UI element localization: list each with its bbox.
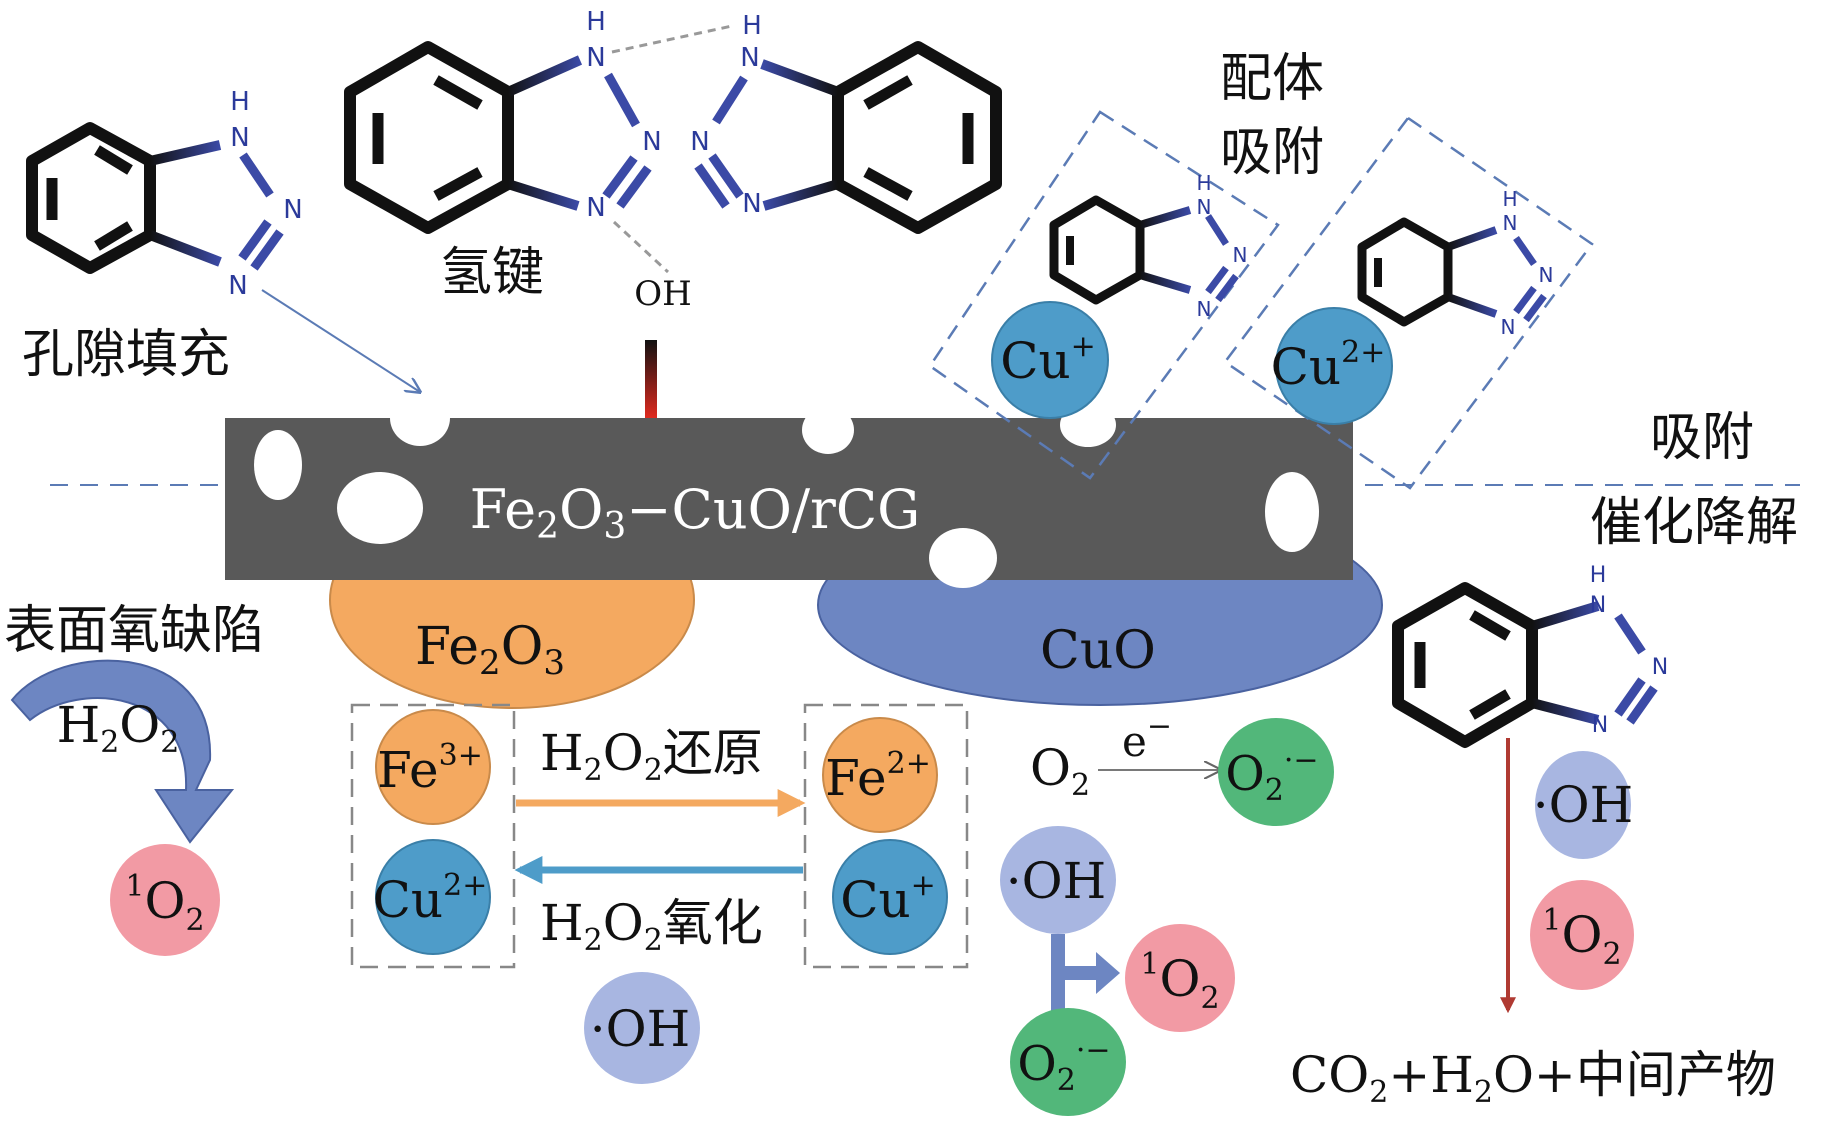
dashed-box-fe2-cu1 — [803, 703, 969, 969]
pore — [390, 390, 450, 446]
branch-arrowhead — [1096, 952, 1120, 994]
singlet-oxygen-right-label: 1O2 — [1542, 903, 1621, 972]
hydrogen-bond-label: 氢键 — [440, 243, 544, 303]
svg-text:N: N — [586, 43, 605, 73]
pore — [929, 528, 997, 588]
svg-text:H: H — [1502, 187, 1517, 211]
hydroxyl-radical-bottom-label: ·OH — [590, 1000, 691, 1058]
target-benzotriazole: H N N N — [1392, 563, 1668, 748]
superoxide-bottom — [1010, 1008, 1126, 1116]
curved-arrow — [10, 659, 235, 844]
benzotriazole-dimer-right: H N N N — [690, 11, 1002, 234]
svg-text:N: N — [1592, 713, 1608, 738]
final-products-label: CO2+H2O+中间产物 — [1290, 1046, 1776, 1110]
hydroxyl-radical-right — [1535, 751, 1631, 859]
pore-filling-label: 孔隙填充 — [22, 325, 230, 385]
hydroxyl-radical-middle-label: ·OH — [1006, 852, 1107, 910]
svg-text:N: N — [742, 189, 761, 219]
ligand-adsorption-label-1: 配体 — [1220, 49, 1324, 109]
svg-text:H: H — [1196, 171, 1211, 195]
cu1-adsorption-label: Cu+ — [1000, 329, 1096, 390]
cu2-adsorption-ion — [1275, 307, 1393, 425]
branch-arm — [1058, 966, 1098, 980]
adsorption-label: 吸附 — [1650, 408, 1754, 468]
svg-text:N: N — [690, 127, 709, 157]
svg-text:N: N — [740, 43, 759, 73]
fe2o3-label: Fe2O3 — [415, 617, 565, 683]
svg-text:H: H — [230, 87, 250, 117]
svg-text:N: N — [1539, 263, 1554, 287]
singlet-oxygen-right — [1530, 880, 1634, 990]
cuo-label: CuO — [1040, 621, 1156, 681]
hydroxyl-radical-middle — [1000, 826, 1116, 934]
surface-hydroxyl-label: OH — [634, 274, 692, 314]
oxygen-label: O2 — [1030, 739, 1090, 803]
svg-text:N: N — [228, 271, 247, 301]
pore — [1265, 472, 1319, 552]
svg-text:N: N — [1503, 211, 1518, 235]
svg-text:N: N — [586, 193, 605, 223]
catalytic-degradation-label: 催化降解 — [1590, 493, 1798, 553]
hydrogen-bond-dash — [612, 220, 670, 274]
singlet-oxygen-middle — [1125, 924, 1235, 1032]
hydroxyl-radical-right-label: ·OH — [1533, 776, 1634, 834]
fe3-ion — [375, 709, 491, 825]
substrate-label: Fe2O3−CuO/rCG — [470, 478, 921, 547]
pore — [1060, 403, 1116, 447]
electron-label: e− — [1122, 709, 1172, 766]
pore — [254, 430, 302, 500]
hydroxyl-radical-bottom — [584, 972, 700, 1084]
svg-text:N: N — [1590, 593, 1606, 618]
svg-text:H: H — [742, 11, 762, 41]
pore — [802, 406, 854, 454]
singlet-oxygen-middle-label: 1O2 — [1140, 947, 1219, 1016]
superoxide-right — [1218, 718, 1334, 826]
surface-oxygen-vacancy-label: 表面氧缺陷 — [4, 601, 264, 661]
ligand-adsorption-label-2: 吸附 — [1220, 123, 1324, 183]
svg-text:N: N — [1501, 315, 1516, 339]
singlet-oxygen-left-label: 1O2 — [125, 869, 204, 938]
cu1-adsorption-ion — [991, 301, 1109, 419]
svg-text:H: H — [586, 7, 606, 37]
pore-filling-arrow — [261, 289, 420, 392]
h2o2-reduction-label: H2O2还原 — [540, 724, 763, 788]
adsorbed-benzotriazole-2: H N N N — [1357, 187, 1554, 339]
svg-text:N: N — [1197, 195, 1212, 219]
svg-text:N: N — [1652, 655, 1668, 680]
svg-text:N: N — [230, 123, 249, 153]
svg-text:N: N — [1197, 297, 1212, 321]
svg-text:H: H — [1590, 563, 1607, 588]
cu1-label: Cu+ — [840, 868, 936, 929]
dashed-box-fe3-cu2 — [350, 703, 516, 969]
pore — [337, 472, 423, 544]
dashed-box-cu2 — [1223, 116, 1594, 490]
fe2-ion — [822, 717, 938, 833]
h2o2-oxidation-label: H2O2氧化 — [540, 894, 763, 958]
cu2-ion — [375, 839, 491, 955]
svg-text:N: N — [642, 127, 661, 157]
svg-text:N: N — [283, 195, 302, 225]
dashed-box-cu1 — [928, 110, 1280, 480]
svg-text:N: N — [1233, 243, 1248, 267]
singlet-oxygen-left — [110, 844, 220, 956]
adsorbed-benzotriazole-1: H N N N — [1049, 171, 1248, 321]
benzotriazole-molecule: H N N N — [26, 87, 303, 301]
hydrogen-bond-dash — [611, 24, 733, 54]
benzotriazole-dimer-left: H N N N — [344, 7, 662, 234]
cu1-ion — [832, 839, 948, 955]
hydroxyl-stick — [645, 340, 657, 418]
